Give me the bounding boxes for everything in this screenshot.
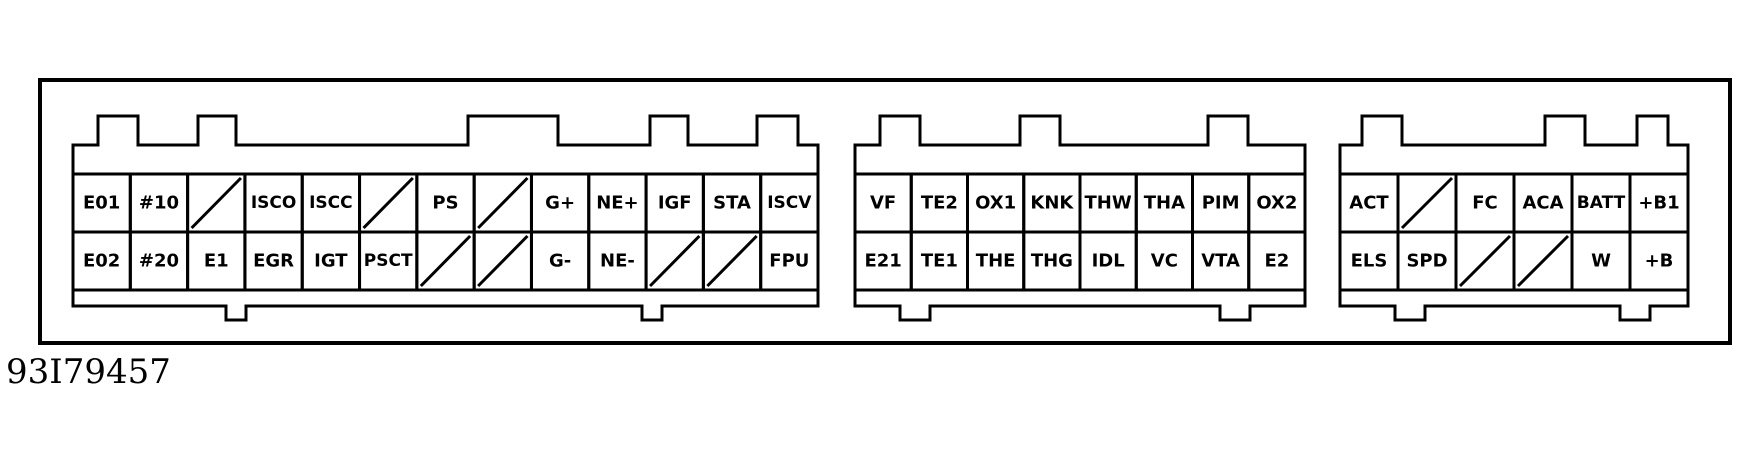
- pin-label: ACT: [1349, 193, 1389, 214]
- pin-label: G+: [545, 193, 575, 214]
- pin-label: E02: [83, 251, 120, 272]
- pin-label: FPU: [769, 251, 809, 272]
- pin-label: W: [1591, 251, 1611, 272]
- pin-label: PIM: [1202, 193, 1240, 214]
- pin-label: ISCC: [309, 193, 353, 213]
- pin-label: TE2: [921, 193, 958, 214]
- connector-shell-bottom: [853, 290, 1307, 322]
- pin-label: EGR: [253, 251, 294, 272]
- unused-pin-slash: [477, 234, 529, 288]
- pin-label: VTA: [1201, 251, 1240, 272]
- unused-pin-slash: [1400, 176, 1454, 230]
- unused-pin-slash: [1516, 234, 1570, 288]
- unused-pin-slash: [419, 234, 472, 288]
- pin-label: +B: [1645, 251, 1674, 272]
- pin-label: E1: [204, 251, 229, 272]
- pin-label: E21: [864, 251, 901, 272]
- pin-label: G-: [549, 251, 571, 272]
- pin-label: IGF: [658, 193, 692, 214]
- pin-label: PSCT: [364, 251, 413, 271]
- pin-label: E01: [83, 193, 120, 214]
- pin-label: IGT: [314, 251, 348, 272]
- pin-label: ELS: [1351, 251, 1388, 272]
- pin-label: OX2: [1256, 193, 1297, 214]
- pin-label: KNK: [1030, 193, 1074, 214]
- pin-label: THE: [976, 251, 1016, 272]
- unused-pin-slash: [706, 234, 758, 288]
- unused-pin-slash: [190, 176, 242, 230]
- connectors-group: E01 #10 ISCO ISCC PS G+ NE+ IGF STA ISCV E02 #20 E1 E…: [71, 114, 1690, 322]
- pin-label: VF: [870, 193, 896, 214]
- pin-label: #10: [139, 193, 179, 214]
- connector-shell-bottom: [71, 290, 820, 322]
- pin-label: SPD: [1406, 251, 1447, 272]
- connector-shell-top: [853, 114, 1307, 174]
- pin-label: E2: [1264, 251, 1289, 272]
- connector-shell-bottom: [1338, 290, 1690, 322]
- pin-label: NE+: [596, 193, 638, 214]
- pin-label: ISCO: [251, 193, 297, 213]
- pin-label: +B1: [1638, 193, 1679, 214]
- pin-label: TE1: [921, 251, 958, 272]
- pin-label: ACA: [1522, 193, 1563, 214]
- pin-label: FC: [1472, 193, 1498, 214]
- pin-label: BATT: [1577, 193, 1626, 213]
- unused-pin-slash: [362, 176, 414, 230]
- connector-left: E01 #10 ISCO ISCC PS G+ NE+ IGF STA ISCV E02 #20 E1 E…: [71, 114, 820, 322]
- unused-pin-slash: [649, 234, 701, 288]
- pin-label: THA: [1144, 193, 1185, 214]
- pin-label: VC: [1151, 251, 1178, 272]
- pin-label: THG: [1031, 251, 1073, 272]
- pin-cell: [1628, 230, 1690, 292]
- pin-label: THW: [1085, 193, 1132, 214]
- pin-label: NE-: [600, 251, 635, 272]
- pin-cell: [1247, 230, 1307, 292]
- pin-label: #20: [139, 251, 179, 272]
- pin-label: ISCV: [767, 193, 812, 213]
- figure-id: 93I79457: [6, 352, 171, 392]
- unused-pin-slash: [477, 176, 529, 230]
- connector-shell-top: [71, 114, 820, 174]
- pin-label: PS: [432, 193, 458, 214]
- pin-label: IDL: [1092, 251, 1125, 272]
- pin-cell: [759, 230, 820, 292]
- pin-label: STA: [713, 193, 751, 214]
- pin-label: OX1: [975, 193, 1016, 214]
- unused-pin-slash: [1458, 234, 1512, 288]
- diagram-frame: [38, 78, 1732, 345]
- connector-shell-top: [1338, 114, 1690, 174]
